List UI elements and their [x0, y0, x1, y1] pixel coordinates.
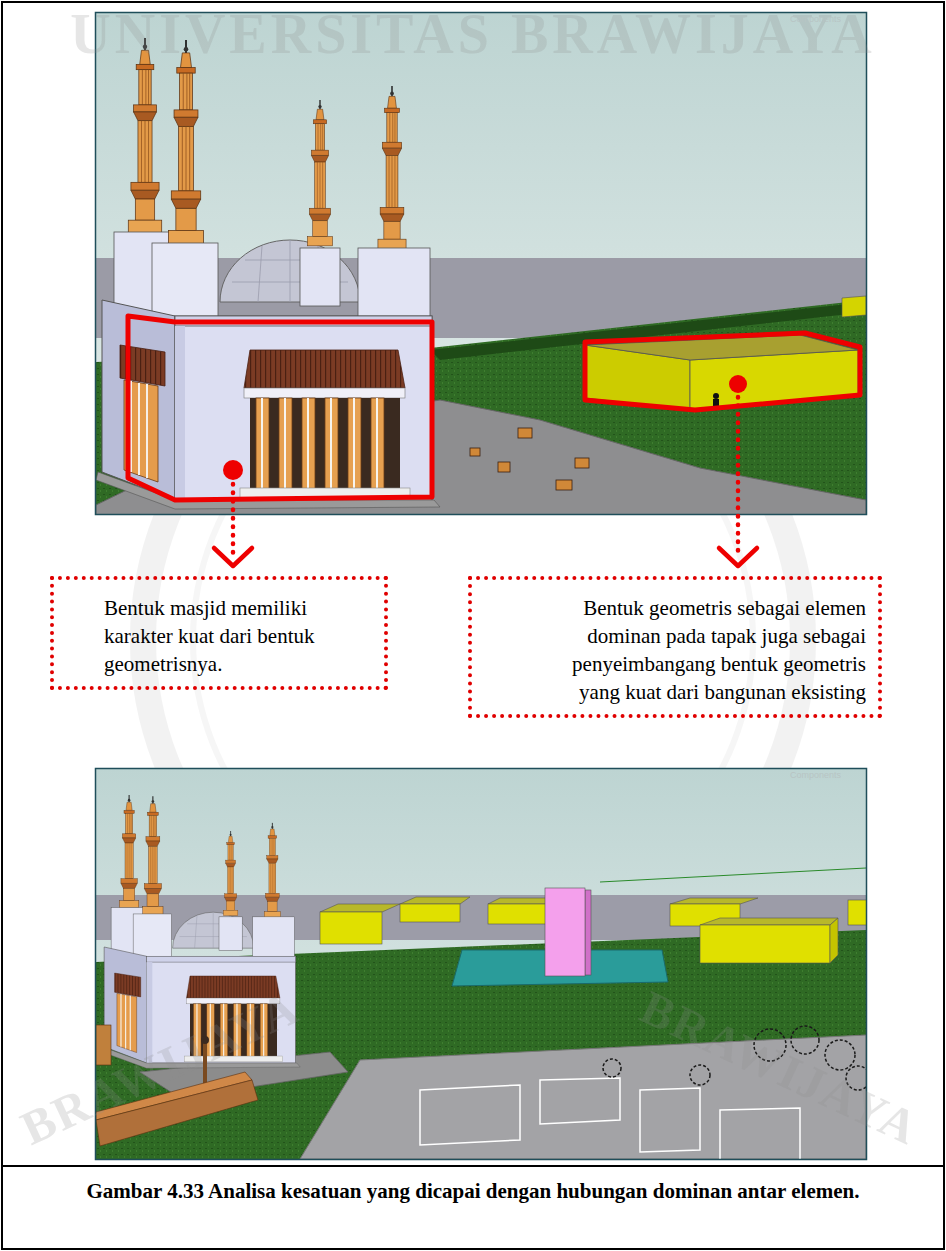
statue	[201, 1036, 209, 1044]
lamp-post	[518, 428, 532, 438]
geometric-block	[400, 897, 470, 904]
callout-text: Bentuk masjid memiliki karakter kuat dar…	[104, 594, 380, 678]
geometric-block	[320, 904, 400, 912]
highlight-outline	[128, 316, 860, 500]
tree-symbol	[846, 1066, 866, 1090]
geometric-block	[830, 918, 838, 963]
watermark-text: UNIVERSITAS BRAWIJAYA	[30, 2, 916, 66]
tower-block	[545, 888, 591, 976]
leader-line	[231, 484, 236, 558]
screenshot-frame	[96, 769, 867, 1160]
tower-block	[585, 890, 591, 975]
parking	[300, 1035, 866, 1159]
screenshot-bottom	[96, 769, 866, 1159]
watermark-text: BRAWIJAYA	[12, 979, 307, 1156]
parking-marking	[420, 1085, 520, 1145]
screenshot-top	[96, 38, 440, 509]
screenshot-top	[96, 13, 866, 514]
building-block	[96, 1025, 111, 1065]
screenshot-top	[96, 13, 866, 514]
lamp-post	[498, 462, 510, 472]
highlight-outline	[128, 316, 432, 500]
leader-line	[719, 548, 757, 566]
highlight-outline	[585, 333, 860, 410]
parking-marking	[640, 1088, 700, 1152]
figure-caption: Gambar 4.33 Analisa kesatuan yang dicapa…	[73, 1176, 873, 1206]
callout-box: Bentuk masjid memiliki karakter kuat dar…	[50, 576, 388, 690]
screenshot-bottom	[101, 795, 301, 1068]
geometric-block	[713, 393, 719, 399]
leader-line	[214, 548, 252, 566]
lamp-post	[556, 480, 572, 490]
geometric-block	[400, 904, 460, 922]
callout-text: Bentuk geometris sebagai elemen dominan …	[541, 594, 866, 706]
parking-marking	[420, 1078, 800, 1159]
software-label: Components	[790, 14, 860, 24]
screenshot-top	[842, 296, 866, 317]
leader-line	[736, 397, 741, 558]
callout-box: Bentuk geometris sebagai elemen dominan …	[468, 576, 882, 718]
geometric-block	[320, 912, 382, 944]
tree-symbol	[754, 1029, 786, 1061]
marker-dot	[729, 375, 747, 393]
screenshot-bottom	[96, 769, 866, 1159]
tree-symbol	[791, 1026, 819, 1054]
geometric-block	[848, 900, 866, 925]
screenshot-frame	[96, 13, 867, 515]
caption-rule	[2, 1165, 944, 1167]
tree-symbol	[690, 1065, 710, 1085]
tree-symbol	[603, 1026, 866, 1090]
tree-symbol	[825, 1040, 855, 1070]
building-block	[96, 1080, 258, 1146]
geometric-block	[670, 898, 758, 904]
software-label: Components	[790, 770, 860, 780]
lamp-post	[575, 458, 589, 468]
leader-line	[214, 397, 757, 566]
tree-symbol	[603, 1059, 621, 1077]
tower-block	[545, 888, 585, 976]
parking-marking	[720, 1108, 800, 1159]
geometric-block	[700, 918, 838, 925]
watermark-text: BRAWIJAYA	[632, 979, 927, 1156]
parking-marking	[540, 1078, 620, 1124]
marker-dot	[223, 460, 243, 480]
lamp-post	[470, 448, 480, 456]
geometric-block	[700, 925, 830, 963]
lamp-post	[470, 428, 589, 490]
screenshot-bottom	[600, 868, 866, 882]
